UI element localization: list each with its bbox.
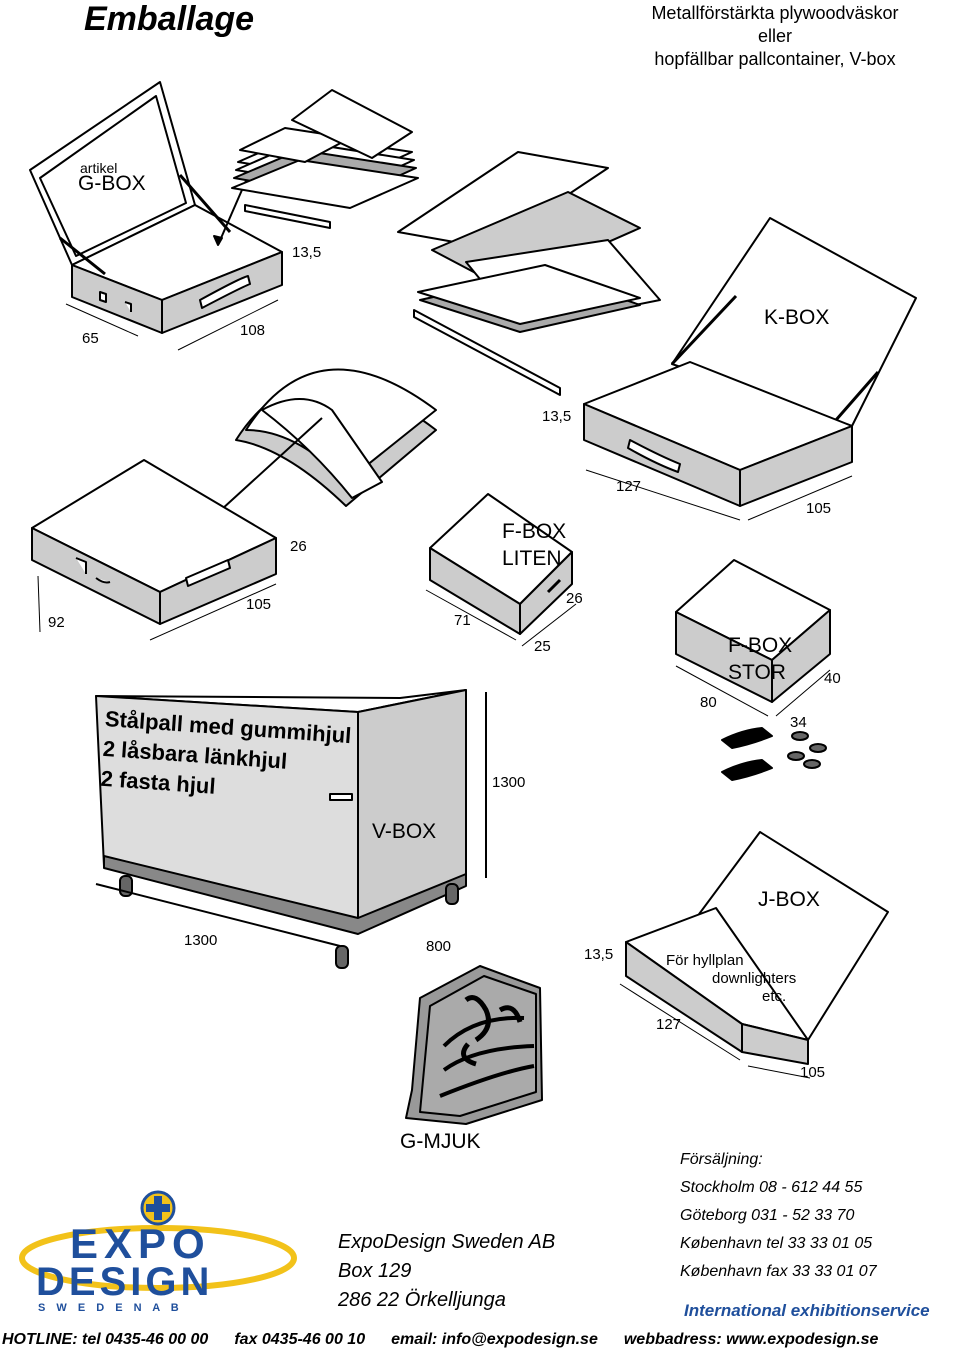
logo-ellipse	[19, 1190, 297, 1291]
logo-expo: EXPO	[70, 1220, 211, 1267]
kbox-dim-width: 127	[616, 478, 642, 495]
logo-design: DESIGN	[36, 1260, 214, 1304]
company-city: 286 22 Örkelljunga	[338, 1289, 506, 1311]
gbox-drawing	[29, 81, 283, 334]
sales-heading: Försäljning:	[680, 1151, 763, 1168]
jbox-note-line-2: downlighters	[712, 970, 797, 987]
kbox-panels	[397, 151, 661, 396]
sales-goteborg: Göteborg 031 - 52 33 70	[680, 1207, 855, 1224]
pallet-description: Stålpall med gummihjul 2 låsbara länkhju…	[100, 704, 353, 811]
fbox-stor-label: F-BOX STOR	[728, 632, 792, 686]
gbox-artikel-label: artikel	[80, 160, 118, 176]
footer-hotline: HOTLINE: tel 0435-46 00 00	[2, 1330, 209, 1348]
kbox-dim-depth: 13,5	[542, 408, 572, 425]
page-subtitle: Metallförstärkta plywoodväskor eller hop…	[610, 2, 940, 71]
fbox-stor-drawing	[675, 559, 831, 781]
page-title: Emballage	[84, 0, 255, 38]
gbox-panels	[231, 89, 419, 229]
curved-case	[31, 459, 277, 625]
footer-contact-bar: HOTLINE: tel 0435-46 00 00 fax 0435-46 0…	[0, 1326, 960, 1353]
jbox-drawing	[625, 831, 889, 1065]
vbox-dim-height: 1300	[492, 774, 526, 791]
expo-design-logo: EXPO DESIGN S W E D E N A B	[18, 1190, 298, 1318]
curved-dim-length: 105	[246, 596, 272, 613]
gbox-label: G-BOX	[78, 172, 146, 195]
dimension-lines	[37, 299, 853, 1079]
jbox-dim-width: 127	[656, 1016, 682, 1033]
fbox-stor-label-line-2: STOR	[728, 661, 786, 684]
jbox-note-line-3: etc.	[762, 988, 787, 1005]
vbox-dim-length: 1300	[184, 932, 218, 949]
fbox-stor-dim-height: 40	[824, 670, 841, 687]
logo-sub: S W E D E N A B	[38, 1302, 183, 1314]
gmjuk-drawing	[405, 965, 543, 1125]
company-name: ExpoDesign Sweden AB	[338, 1231, 556, 1253]
kbox-label: K-BOX	[764, 306, 830, 329]
footer-fax: fax 0435-46 00 10	[234, 1330, 366, 1348]
curved-dim-width: 92	[48, 614, 65, 631]
gbox-dim-width: 65	[82, 330, 99, 347]
international-service: International exhibitionservice	[684, 1301, 930, 1320]
kbox-dim-length: 105	[806, 500, 832, 517]
jbox-label: J-BOX	[758, 888, 820, 911]
vbox-label: V-BOX	[372, 820, 437, 843]
vbox-drawing	[95, 689, 487, 969]
sales-kobenhavn-tel: København tel 33 33 01 05	[680, 1235, 873, 1252]
fbox-stor-dim-width: 34	[790, 714, 807, 731]
footer-email-link[interactable]: email: info@expodesign.se	[391, 1330, 598, 1348]
fbox-stor-dim-length: 80	[700, 694, 717, 711]
fbox-stor-label-line-1: F-BOX	[728, 634, 793, 657]
fbox-liten-label: F-BOX LITEN	[502, 518, 566, 572]
jbox-dim-depth: 13,5	[584, 946, 614, 963]
kbox-drawing	[583, 217, 917, 507]
company-address: ExpoDesign Sweden AB Box 129 286 22 Örke…	[338, 1228, 555, 1315]
subtitle-line-1: Metallförstärkta plywoodväskor	[651, 3, 899, 23]
fbox-liten-label-line-1: F-BOX	[502, 520, 567, 543]
company-box: Box 129	[338, 1260, 412, 1282]
fbox-liten-drawing	[429, 493, 573, 635]
sales-kobenhavn-fax: København fax 33 33 01 07	[680, 1263, 877, 1280]
gbox-dim-depth: 13,5	[292, 244, 322, 261]
curved-panels	[209, 368, 437, 521]
fbox-liten-dim-width: 25	[534, 638, 551, 655]
fbox-liten-dim-height: 26	[566, 590, 583, 607]
fbox-liten-label-line-2: LITEN	[502, 547, 562, 570]
jbox-note-line-1: För hyllplan	[666, 952, 744, 969]
footer-web-link[interactable]: webbadress: www.expodesign.se	[623, 1330, 879, 1348]
sales-stockholm: Stockholm 08 - 612 44 55	[680, 1179, 863, 1196]
sales-contacts: Försäljning: Stockholm 08 - 612 44 55 Gö…	[680, 1146, 877, 1286]
subtitle-line-3: hopfällbar pallcontainer, V-box	[654, 49, 896, 69]
jbox-dim-length: 105	[800, 1064, 826, 1081]
subtitle-line-2: eller	[757, 26, 792, 46]
gmjuk-label: G-MJUK	[400, 1130, 481, 1153]
vbox-dim-width: 800	[426, 938, 452, 955]
fbox-liten-dim-length: 71	[454, 612, 471, 629]
curved-dim-depth: 26	[290, 538, 307, 555]
gbox-dim-length: 108	[240, 322, 266, 339]
